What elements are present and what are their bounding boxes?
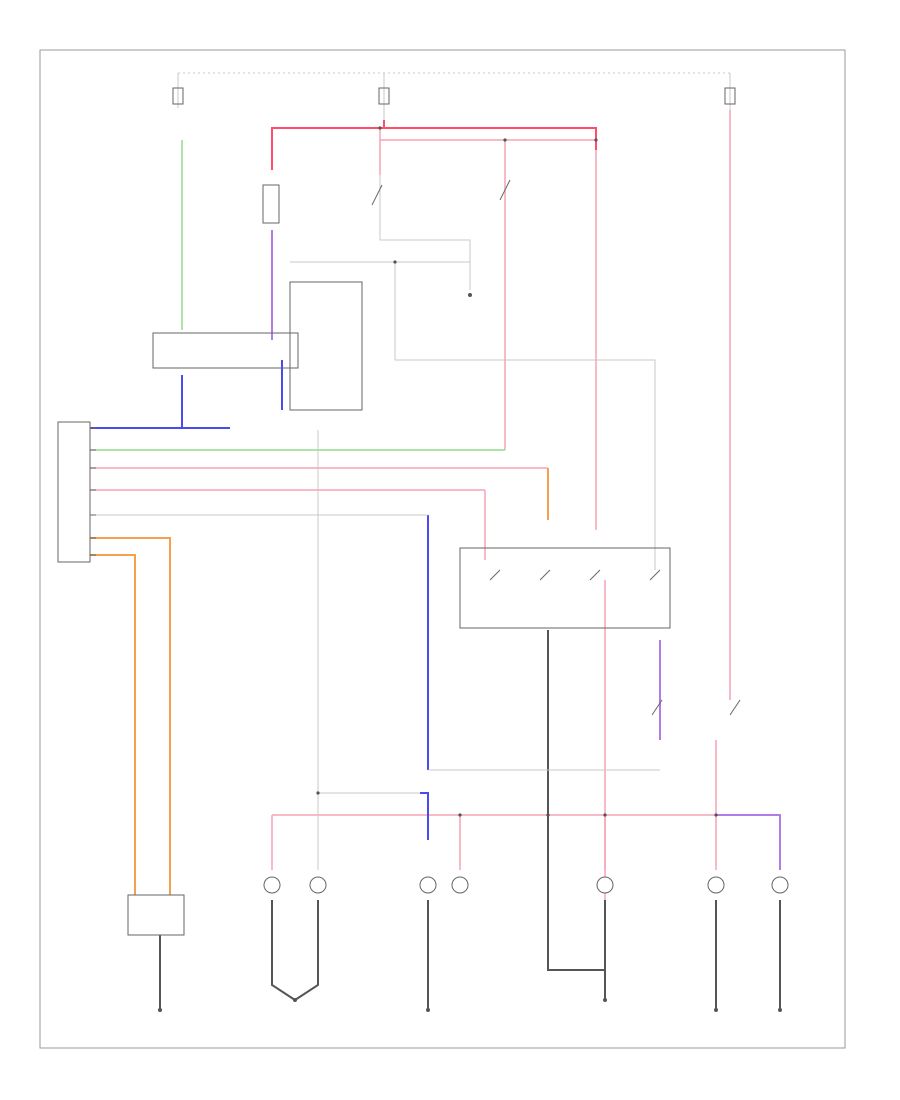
connector-block-left bbox=[57, 421, 91, 563]
wire-blue bbox=[90, 360, 429, 840]
headlight-switch-box bbox=[459, 547, 671, 629]
diagram-border bbox=[39, 49, 846, 1049]
relay-block-left bbox=[152, 332, 299, 369]
ground-symbols bbox=[158, 293, 782, 1012]
wire-pink-branches bbox=[90, 110, 780, 985]
wire-ground bbox=[159, 630, 781, 1010]
lamp-left-low bbox=[309, 876, 327, 894]
lamp-rear-left bbox=[707, 876, 725, 894]
switch-block-center bbox=[289, 281, 363, 411]
fuse-1 bbox=[172, 87, 184, 105]
wire-orange bbox=[90, 468, 549, 895]
junctions bbox=[316, 126, 718, 817]
wire-green bbox=[90, 140, 505, 451]
connector-pins bbox=[90, 427, 96, 556]
wire-control bbox=[90, 175, 660, 870]
fuse-3 bbox=[724, 87, 736, 105]
fuse-2 bbox=[378, 87, 390, 105]
wire-violet bbox=[271, 230, 781, 870]
resistor-block bbox=[262, 184, 280, 224]
lamp-left-high bbox=[263, 876, 281, 894]
lamp-right-high bbox=[419, 876, 437, 894]
power-feed-bus bbox=[172, 72, 736, 120]
switch-contacts bbox=[371, 179, 741, 716]
lamp-rear-right bbox=[771, 876, 789, 894]
lamps bbox=[263, 876, 789, 894]
wire-red-main bbox=[271, 120, 597, 170]
lamp-right-low bbox=[451, 876, 469, 894]
lamp-indicator bbox=[596, 876, 614, 894]
dimmer-relay-box bbox=[127, 894, 185, 936]
